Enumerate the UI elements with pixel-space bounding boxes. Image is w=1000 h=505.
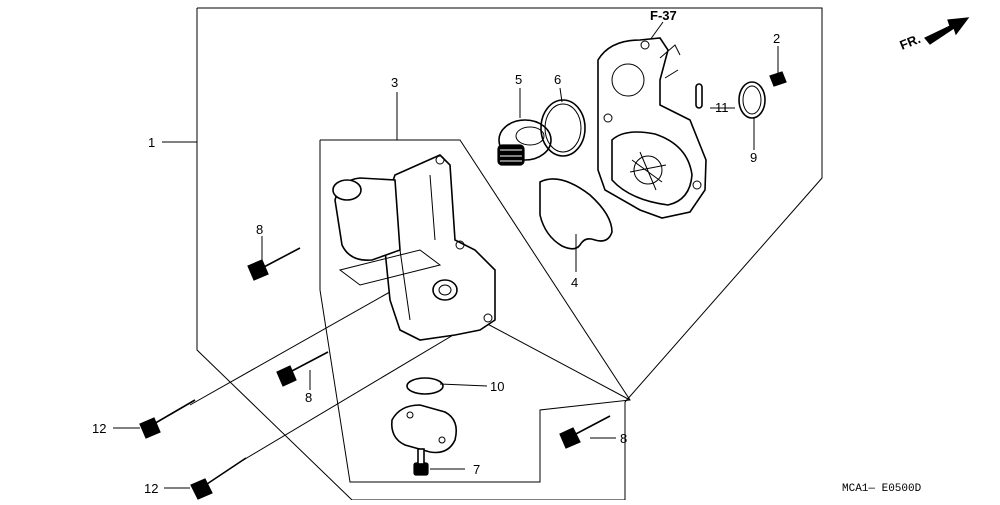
callout-2: 2: [773, 31, 780, 46]
callout-3: 3: [391, 75, 398, 90]
callout-8-right: 8: [620, 431, 627, 446]
pump-cover-3: [332, 154, 496, 341]
o-ring-9: [738, 81, 766, 119]
callout-5: 5: [515, 72, 522, 87]
reference-label: F-37: [650, 8, 677, 23]
front-direction-arrow: [924, 17, 970, 45]
cap-plate: [390, 404, 458, 454]
callout-12-upper: 12: [92, 421, 106, 436]
callout-7: 7: [473, 462, 480, 477]
bolt-8-right: [559, 415, 611, 449]
pump-housing: [597, 37, 707, 219]
o-ring-10: [406, 377, 444, 395]
assembly-frame-1: [196, 7, 823, 501]
thermostat-5: [497, 119, 552, 166]
callout-11: 11: [715, 100, 729, 115]
dowel-pin-11: [695, 83, 703, 109]
bolt-8-upper: [247, 247, 301, 281]
callout-6: 6: [554, 72, 561, 87]
bolt-12-upper: [139, 399, 196, 439]
gasket-4: [539, 178, 613, 250]
assembly-frame-3: [319, 139, 631, 483]
callout-4: 4: [571, 275, 578, 290]
callout-8-upper: 8: [256, 222, 263, 237]
front-direction-label: FR.: [898, 31, 923, 53]
diagram-code: MCA1— E0500D: [842, 483, 922, 495]
callout-12-lower: 12: [144, 481, 158, 496]
callout-8-middle: 8: [305, 390, 312, 405]
bolt-8-middle: [276, 351, 329, 387]
clip-2: [769, 71, 787, 87]
callout-1: 1: [148, 135, 155, 150]
callout-10: 10: [490, 379, 504, 394]
bolt-12-lower: [190, 457, 247, 500]
bolt-7: [413, 448, 429, 476]
seal-ring-6: [540, 99, 586, 157]
leader-lines: [113, 21, 779, 489]
callout-9: 9: [750, 150, 757, 165]
